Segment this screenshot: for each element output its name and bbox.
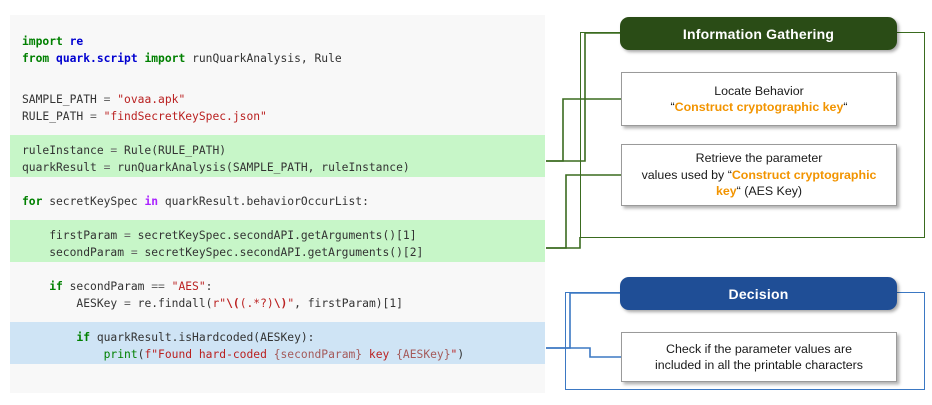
group-border-information-gathering (580, 32, 925, 238)
code-highlight-band-1 (10, 135, 545, 177)
code-source-text: import re from quark.script import runQua… (10, 15, 545, 393)
code-highlight-band-3 (10, 322, 545, 364)
code-line: secondParam = secretKeySpec.secondAPI.ge… (22, 246, 424, 259)
header-decision[interactable]: Decision (620, 277, 897, 310)
code-line: quarkResult = runQuarkAnalysis(SAMPLE_PA… (22, 161, 410, 174)
code-line: SAMPLE_PATH = "ovaa.apk" (22, 93, 186, 106)
code-line: AESKey = re.findall(r"\((.*?)\)", firstP… (22, 297, 403, 310)
code-line: ruleInstance = Rule(RULE_PATH) (22, 144, 227, 157)
code-line: firstParam = secretKeySpec.secondAPI.get… (22, 229, 417, 242)
header-information-gathering[interactable]: Information Gathering (620, 17, 897, 50)
code-line: for secretKeySpec in quarkResult.behavio… (22, 195, 369, 208)
code-line: if secondParam == "AES": (49, 280, 213, 293)
card-locate-behavior-text: Locate Behavior“Construct cryptographic … (670, 83, 848, 115)
code-line: if quarkResult.isHardcoded(AESKey): (76, 331, 315, 344)
wire-band2-to-green-rail (546, 237, 581, 249)
code-line: import re (22, 35, 84, 48)
card-locate-behavior[interactable]: Locate Behavior“Construct cryptographic … (621, 72, 897, 126)
code-line: RULE_PATH = "findSecretKeySpec.json" (22, 110, 267, 123)
code-block: import re from quark.script import runQua… (10, 15, 545, 393)
code-highlight-band-2 (10, 220, 545, 262)
code-line: print(f"Found hard-coded {secondParam} k… (103, 348, 465, 361)
code-line: from quark.script import runQuarkAnalysi… (22, 52, 342, 65)
